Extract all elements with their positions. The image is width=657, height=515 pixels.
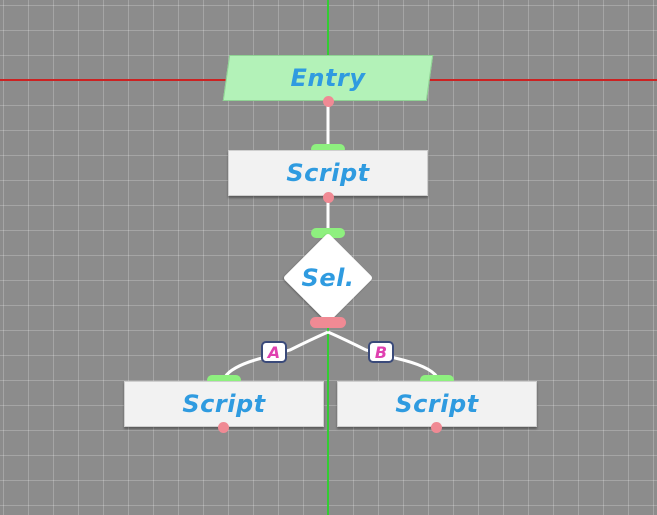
entry-node[interactable]: Entry — [222, 55, 434, 101]
branch-tag-a: A — [261, 341, 287, 363]
branch-tag-b: B — [368, 341, 394, 363]
script-b-input-port[interactable] — [420, 375, 454, 385]
script-node-top[interactable]: Script — [228, 150, 428, 196]
entry-node-label: Entry — [290, 64, 366, 92]
selector-node[interactable]: Sel. — [278, 232, 378, 324]
script-node-b[interactable]: Script — [337, 381, 537, 427]
script-top-input-port[interactable] — [311, 144, 345, 154]
script-node-a-label: Script — [182, 390, 266, 418]
script-a-input-port[interactable] — [207, 375, 241, 385]
script-b-output-port[interactable] — [431, 422, 442, 433]
selector-branch-port[interactable] — [310, 317, 346, 328]
entry-output-port[interactable] — [323, 96, 334, 107]
script-a-output-port[interactable] — [218, 422, 229, 433]
selector-node-label: Sel. — [301, 264, 355, 292]
script-node-top-label: Script — [286, 159, 370, 187]
script-node-b-label: Script — [395, 390, 479, 418]
script-top-output-port[interactable] — [323, 192, 334, 203]
script-node-a[interactable]: Script — [124, 381, 324, 427]
